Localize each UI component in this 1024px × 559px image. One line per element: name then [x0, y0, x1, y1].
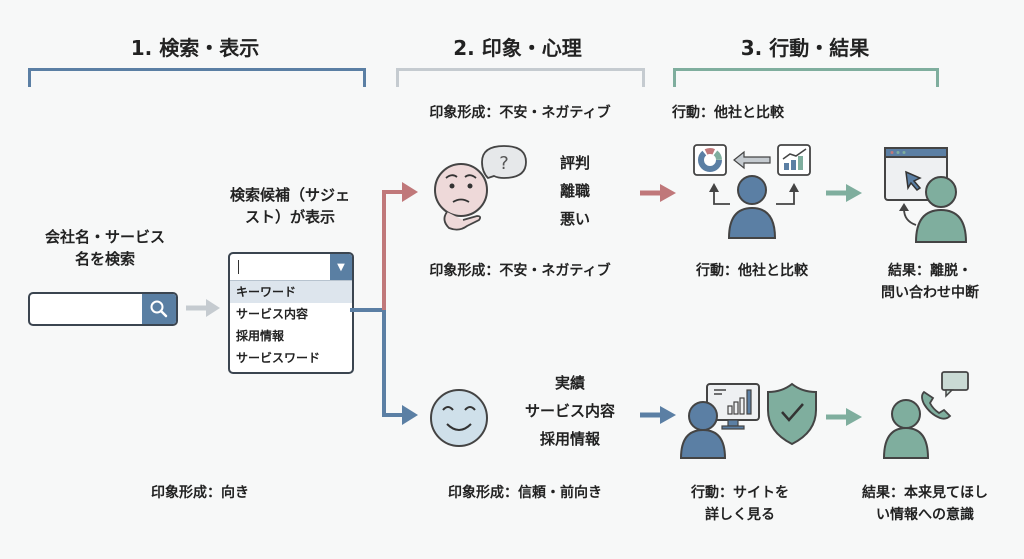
user-icon: [679, 401, 727, 459]
result-positive: 結果：本来見てほし い情報への意識: [862, 485, 988, 523]
negative-impression-top: 印象形成：不安・ネガティブ: [429, 105, 611, 121]
keyword: 悪い: [559, 210, 590, 228]
chevron-down-icon: ▼: [337, 261, 345, 273]
text-caret: [238, 260, 239, 274]
keyword: 実績: [554, 374, 585, 392]
bracket-search: [28, 68, 366, 87]
column-title-action: 3. 行動・結果: [740, 36, 870, 60]
chat-bubble-icon: [941, 371, 969, 398]
arrow-right-icon: [640, 406, 676, 424]
bracket-impression: [396, 68, 645, 87]
keyword: 離職: [559, 182, 590, 200]
suggest-item[interactable]: 採用情報: [236, 329, 285, 343]
arrow-right-icon: [640, 184, 676, 202]
negative-impression-bottom: 印象形成：不安・ネガティブ: [429, 263, 611, 279]
arrow-right-icon: [826, 184, 862, 202]
suggest-item[interactable]: サービスワード: [236, 351, 321, 365]
dropdown-toggle[interactable]: ▼: [330, 254, 352, 280]
shield-check-icon: [767, 382, 817, 446]
question-bubble-icon: ?: [481, 145, 527, 180]
curved-arrow-icon: [899, 203, 917, 226]
suggest-item[interactable]: サービス内容: [236, 307, 309, 321]
search-label: 会社名・サービス 名を検索: [44, 228, 165, 268]
keyword: サービス内容: [524, 402, 615, 420]
phone-icon: [921, 390, 952, 420]
column-title-search: 1. 検索・表示: [130, 36, 260, 60]
column-title-impression: 2. 印象・心理: [453, 36, 582, 60]
bracket-action: [673, 68, 939, 87]
search-button[interactable]: [142, 294, 176, 324]
branch-connector: [350, 182, 418, 425]
suggest-item[interactable]: キーワード: [230, 281, 352, 303]
result-negative: 結果：離脱・ 問い合わせ中断: [881, 263, 979, 301]
arrow-right-icon: [826, 408, 862, 426]
smiling-face-icon: [430, 389, 488, 447]
user-icon: [882, 399, 930, 459]
arrow-right-icon: [186, 299, 220, 317]
suggest-input[interactable]: ▼: [230, 254, 352, 281]
positive-impression: 印象形成：信頼・前向き: [448, 485, 602, 501]
action-compare-bottom: 行動：他社と比較: [696, 263, 808, 279]
suggest-dropdown[interactable]: ▼ キーワード サービス内容 採用情報 サービスワード: [228, 252, 354, 374]
svg-text:?: ?: [499, 153, 509, 174]
positive-keywords: 実績 サービス内容 採用情報: [500, 369, 640, 453]
keyword: 採用情報: [539, 430, 600, 448]
user-icon: [727, 175, 777, 239]
keyword: 評判: [559, 154, 590, 172]
curved-arrows-icon: [709, 183, 799, 205]
pie-chart-icon: [693, 144, 727, 176]
swap-arrows-icon: [733, 150, 771, 170]
action-browse: 行動：サイトを 詳しく見る: [691, 485, 789, 523]
cursor-icon: [905, 170, 922, 191]
impression-label-search: 印象形成：向き: [151, 485, 249, 501]
negative-keywords: 評判 離職 悪い: [545, 149, 605, 233]
user-icon: [914, 176, 968, 243]
search-input[interactable]: [28, 292, 178, 326]
bar-chart-icon: [777, 144, 811, 176]
worried-face-icon: [434, 163, 488, 231]
search-icon: [150, 300, 168, 318]
suggest-label: 検索候補（サジェ スト）が表示: [229, 186, 350, 226]
action-compare-top: 行動：他社と比較: [672, 105, 784, 121]
